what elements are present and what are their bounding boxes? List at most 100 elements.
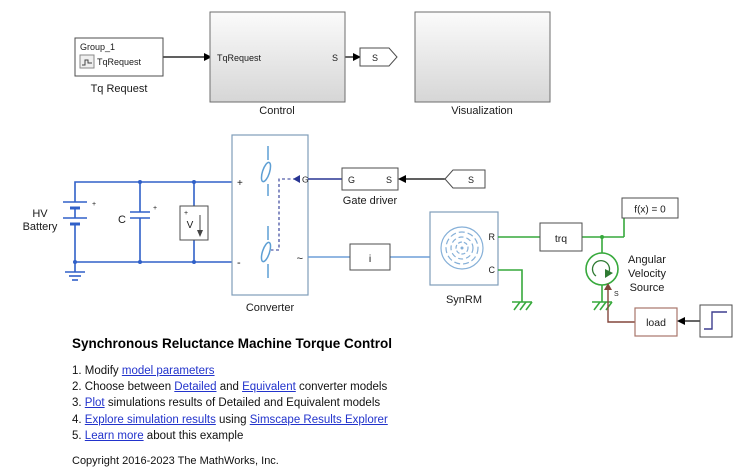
control-block-name: Control — [259, 105, 294, 117]
step-waveform-icon — [704, 311, 727, 330]
load-block[interactable]: load — [634, 307, 678, 337]
visualization-block-name: Visualization — [451, 105, 513, 117]
omega-arc-icon — [591, 259, 611, 277]
tq-request-block-name: Tq Request — [91, 83, 148, 95]
converter-plus-port: + — [237, 178, 243, 189]
tq-request-group-label: Group_1 — [80, 42, 115, 52]
voltage-sensor-block[interactable]: V + — [179, 205, 209, 241]
converter-block-name: Converter — [246, 302, 295, 314]
solver-label: f(x) = 0 — [634, 205, 666, 216]
explore-results-link[interactable]: Explore simulation results — [84, 413, 216, 426]
wire-load-to-source[interactable] — [607, 287, 635, 323]
capacitor-block[interactable]: + — [130, 182, 157, 262]
junction-dot — [138, 260, 142, 264]
list-item: 2. Choose between Detailed and Equivalen… — [72, 379, 712, 395]
converter-g-port: G — [302, 175, 309, 185]
step-text: simulations results of Detailed and Equi… — [104, 397, 381, 410]
list-item: 1. Modify model parameters — [72, 363, 712, 379]
goto-tag-s[interactable]: S — [359, 47, 398, 67]
synrm-c-port: C — [489, 265, 496, 275]
motor-cross-section-icon — [455, 241, 469, 255]
velocity-source-label-line1: Angular — [628, 254, 666, 266]
step-text: using — [215, 413, 250, 426]
junction-dot — [192, 260, 196, 264]
model-parameters-link[interactable]: model parameters — [121, 365, 215, 377]
annotation-area: Synchronous Reluctance Machine Torque Co… — [72, 336, 712, 467]
junction-dot — [73, 260, 77, 264]
synrm-r-port: R — [489, 232, 496, 242]
gate-driver-block[interactable]: G S — [341, 167, 399, 191]
electrical-ground[interactable] — [65, 262, 85, 281]
motor-cross-section-icon — [445, 231, 479, 265]
junction-dot — [192, 180, 196, 184]
converter-minus-port: - — [237, 257, 241, 269]
velocity-source-label-line3: Source — [630, 282, 665, 294]
wire-dc-plus-bus[interactable] — [74, 181, 232, 202]
detailed-link[interactable]: Detailed — [174, 381, 217, 394]
arrowhead — [398, 175, 406, 183]
junction-dot — [600, 235, 604, 239]
gate-driver-g-port: G — [348, 175, 355, 185]
ps-input-triangle-icon — [604, 283, 612, 290]
solver-block[interactable]: f(x) = 0 — [621, 197, 679, 219]
copyright-text: Copyright 2016-2023 The MathWorks, Inc. — [72, 455, 279, 467]
visualization-block[interactable] — [414, 11, 551, 103]
step-text: and — [216, 381, 243, 394]
gate-driver-block-name: Gate driver — [343, 195, 398, 207]
voltage-sensor-label: V — [187, 220, 194, 231]
learn-more-link[interactable]: Learn more — [84, 429, 144, 442]
synrm-block[interactable]: R C — [429, 211, 499, 286]
goto-tag-text: S — [372, 53, 378, 63]
model-title: Synchronous Reluctance Machine Torque Co… — [72, 336, 393, 351]
signal-waveform-icon — [79, 54, 95, 69]
list-item: 5. Learn more about this example — [72, 428, 712, 444]
arrowhead — [204, 53, 212, 61]
step-text: 5. — [72, 429, 85, 442]
signal-waveform-icon — [82, 59, 92, 66]
converter-block[interactable]: + - G ~ — [231, 134, 309, 296]
omega-arc-arrow-icon — [605, 269, 613, 278]
switch-icon — [260, 161, 272, 183]
control-block[interactable]: TqRequest S — [209, 11, 346, 103]
equivalent-link[interactable]: Equivalent — [242, 381, 296, 394]
battery-label-line1: HV — [32, 208, 48, 220]
mechanical-ground-synrm[interactable] — [498, 269, 533, 311]
junction-dot — [138, 180, 142, 184]
switch-icon — [260, 241, 272, 263]
voltage-sensor-plus-mark: + — [184, 210, 188, 217]
synrm-block-name: SynRM — [446, 294, 482, 306]
step-text: 4. — [72, 413, 85, 426]
gate-input-triangle-icon — [293, 175, 300, 183]
list-item: 3. Plot simulations results of Detailed … — [72, 395, 712, 411]
control-inport-label: TqRequest — [217, 53, 262, 63]
step-text: 2. Choose between — [72, 381, 175, 394]
torque-sensor-block[interactable]: trq — [539, 222, 583, 252]
arrowhead — [677, 317, 685, 325]
motor-cross-section-icon — [450, 236, 474, 260]
capacitor-label: C — [118, 214, 126, 226]
plot-link[interactable]: Plot — [84, 397, 105, 410]
motor-cross-section-icon — [460, 246, 464, 250]
step-text: 3. — [72, 397, 85, 410]
step-block[interactable] — [699, 304, 733, 338]
arrowhead — [353, 53, 361, 61]
current-sensor-block[interactable]: i — [349, 243, 391, 271]
tq-request-block[interactable]: Group_1 TqRequest — [74, 37, 164, 77]
instruction-list: 1. Modify model parameters 2. Choose bet… — [72, 363, 712, 444]
velocity-source-label-line2: Velocity — [628, 268, 666, 280]
step-text: converter models — [295, 381, 388, 394]
tq-request-signal-label: TqRequest — [97, 57, 142, 67]
step-text: 1. Modify — [72, 365, 122, 377]
list-item: 4. Explore simulation results using Sims… — [72, 412, 712, 428]
hv-battery-block[interactable]: + — [63, 201, 96, 226]
step-text: about this example — [143, 429, 244, 442]
torque-sensor-label: trq — [555, 233, 567, 245]
battery-plus-mark: + — [92, 201, 96, 208]
converter-ac-port: ~ — [297, 253, 303, 265]
angular-velocity-source-block[interactable]: S — [585, 252, 619, 298]
voltage-arrow-icon — [197, 230, 203, 237]
velocity-source-s-port: S — [614, 291, 619, 298]
from-tag-s[interactable]: S — [444, 169, 486, 189]
results-explorer-link[interactable]: Simscape Results Explorer — [249, 413, 388, 426]
